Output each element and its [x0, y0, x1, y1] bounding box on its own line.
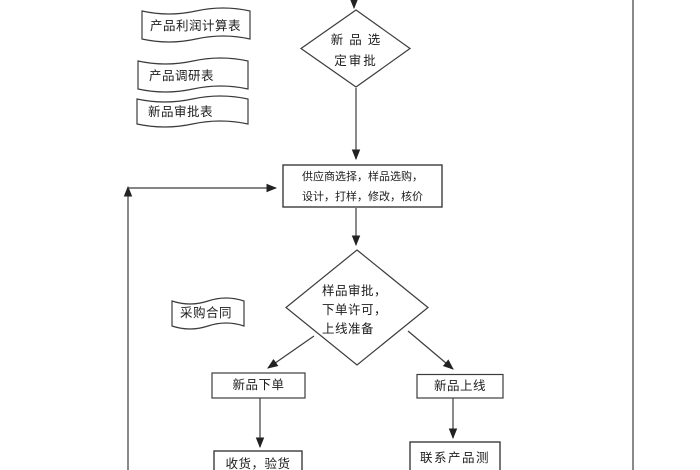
decision-sample-line3: 上线准备 — [322, 321, 375, 336]
process-shape-receive — [213, 450, 303, 470]
process-shape-order — [211, 372, 306, 399]
arrow-sample-approval-to-order — [267, 335, 315, 369]
document-label-profit-table: 产品利润计算表 — [150, 18, 242, 33]
process-supplier-line2: 设计，打样，修改，核价 — [302, 190, 423, 203]
process-supplier-line1: 供应商选择，样品选购， — [302, 170, 423, 183]
document-label-approval-table: 新品审批表 — [148, 104, 214, 119]
document-label-purchase-contract: 采购合同 — [180, 305, 233, 320]
process-shape-supplier — [282, 164, 443, 208]
document-shape-research-table — [137, 57, 249, 93]
decision-sample-line1: 样品审批， — [322, 283, 388, 298]
decision-shape-sample-approval — [285, 249, 429, 366]
process-receive-label: 收货，验货 — [225, 456, 291, 470]
decision-sample-line2: 下单许可， — [322, 302, 388, 317]
document-label-research-table: 产品调研表 — [149, 68, 215, 83]
document-shape-purchase-contract — [171, 297, 245, 330]
arrow-sample-approval-to-launch — [407, 330, 454, 370]
document-shape-approval-table — [136, 95, 249, 128]
process-contact-label: 联系产品测 — [419, 450, 490, 465]
process-shape-launch — [416, 373, 504, 399]
decision-shape-selection-approval — [299, 9, 412, 88]
process-order-label: 新品下单 — [232, 377, 285, 392]
decision-selection-line2: 定审批 — [334, 53, 378, 68]
process-launch-label: 新品上线 — [433, 378, 486, 393]
document-shape-profit-table — [141, 7, 251, 43]
decision-selection-line1: 新 品 选 — [330, 32, 382, 47]
process-shape-contact — [409, 441, 501, 470]
